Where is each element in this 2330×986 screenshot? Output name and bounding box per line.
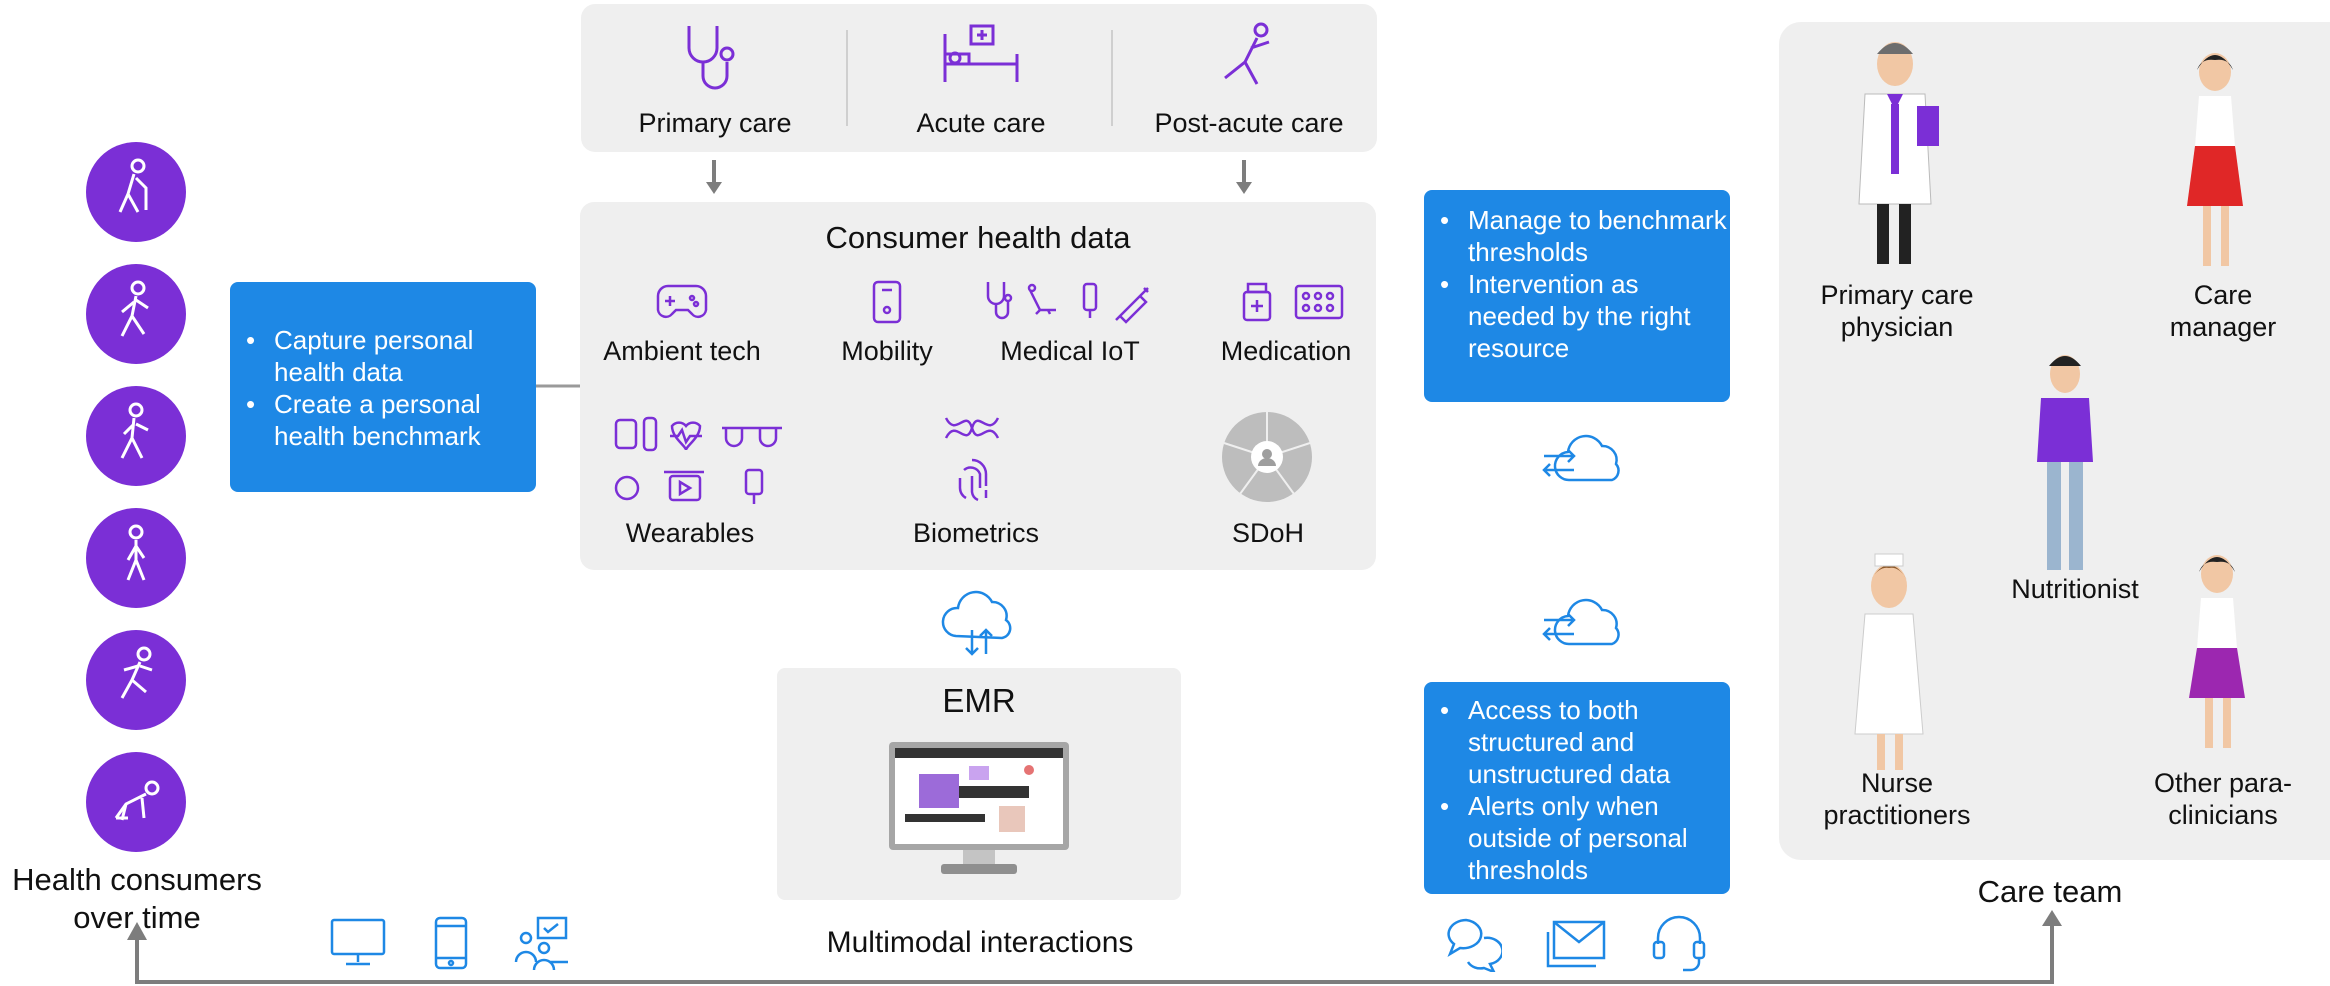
biometrics-label: Biometrics (912, 518, 1040, 548)
care-manager-figure (2169, 46, 2269, 276)
primary-care-label: Primary care (638, 108, 792, 138)
medical-iot-icons (984, 280, 1154, 324)
nutritionist-label: Nutritionist (2011, 574, 2139, 604)
game-controller-icon (656, 282, 708, 322)
cloud-exchange-icon (1540, 420, 1626, 500)
mobility-label: Mobility (841, 336, 933, 366)
email-icon (1546, 920, 1606, 968)
care-team-label: Care team (1977, 874, 2123, 909)
other-para-label-2: clinicians (2168, 800, 2278, 830)
walking-person-icon (86, 264, 186, 364)
other-para-label-1: Other para- (2153, 768, 2293, 798)
access-item: Access to both structured and unstructur… (1440, 694, 1730, 790)
multimodal-label: Multimodal interactions (826, 926, 1134, 959)
other-para-clinician-figure (2169, 548, 2269, 758)
care-settings-panel: Primary care Acute care Post-acute care (581, 4, 1377, 152)
manage-thresholds-box: Manage to benchmark thresholds Intervent… (1424, 190, 1730, 402)
physician-label-2: physician (1840, 312, 1954, 342)
hospital-bed-icon (941, 24, 1021, 86)
sdoh-wheel-icon (1220, 410, 1314, 504)
nurse-label-1: Nurse (1860, 768, 1934, 798)
emr-title: EMR (942, 682, 1016, 719)
elderly-cane-icon (86, 142, 186, 242)
nurse-label-2: practitioners (1823, 800, 1971, 830)
nutritionist-figure (2025, 350, 2105, 580)
computer-monitor-icon (889, 742, 1069, 874)
alerts-item: Alerts only when outside of personal thr… (1440, 790, 1730, 886)
ambient-tech-label: Ambient tech (603, 336, 761, 366)
striding-person-icon (86, 508, 186, 608)
post-acute-care-label: Post-acute care (1154, 108, 1344, 138)
manage-item: Manage to benchmark thresholds (1440, 204, 1730, 268)
cloud-exchange-icon (1540, 584, 1626, 664)
divider (846, 30, 848, 126)
stretching-person-icon (1217, 22, 1277, 92)
headset-icon (1650, 914, 1708, 972)
benchmark-item: Create a personal health benchmark (246, 388, 536, 452)
intervention-item: Intervention as needed by the right reso… (1440, 268, 1730, 364)
care-team-panel: Primary care physician Care manager Nutr… (1779, 22, 2330, 860)
dna-fingerprint-icons (942, 414, 1002, 514)
medication-icons (1238, 282, 1348, 324)
medication-label: Medication (1220, 336, 1352, 366)
chat-bubbles-icon (1444, 916, 1502, 972)
running-person-icon (86, 630, 186, 730)
hiking-person-icon (86, 386, 186, 486)
health-consumers-label-2: over time (73, 900, 201, 935)
primary-care-physician-figure (1853, 34, 1953, 274)
capture-item: Capture personal health data (246, 324, 536, 388)
smartphone-icon (434, 916, 468, 970)
nurse-practitioner-figure (1831, 550, 1951, 780)
stethoscope-icon (683, 22, 743, 102)
care-manager-label-2: manager (2169, 312, 2277, 342)
cloud-sync-icon (938, 584, 1018, 660)
crawling-person-icon (86, 752, 186, 852)
panel-title: Consumer health data (825, 220, 1131, 255)
mobile-device-icon (872, 280, 902, 324)
group-meeting-icon (514, 916, 570, 972)
sdoh-label: SDoH (1231, 518, 1305, 548)
access-alerts-box: Access to both structured and unstructur… (1424, 682, 1730, 894)
health-consumers-label-1: Health consumers (12, 862, 262, 897)
divider (1111, 30, 1113, 126)
acute-care-label: Acute care (916, 108, 1046, 138)
wearables-label: Wearables (625, 518, 755, 548)
consumer-health-data-panel: Consumer health data Ambient tech Mobili… (580, 202, 1376, 570)
care-manager-label-1: Care (2193, 280, 2253, 310)
physician-label-1: Primary care (1820, 280, 1974, 310)
wearables-icons (614, 414, 786, 514)
capture-benchmark-box: Capture personal health data Create a pe… (230, 282, 536, 492)
desktop-icon (330, 918, 386, 968)
emr-panel: EMR (777, 668, 1181, 900)
medical-iot-label: Medical IoT (1000, 336, 1140, 366)
